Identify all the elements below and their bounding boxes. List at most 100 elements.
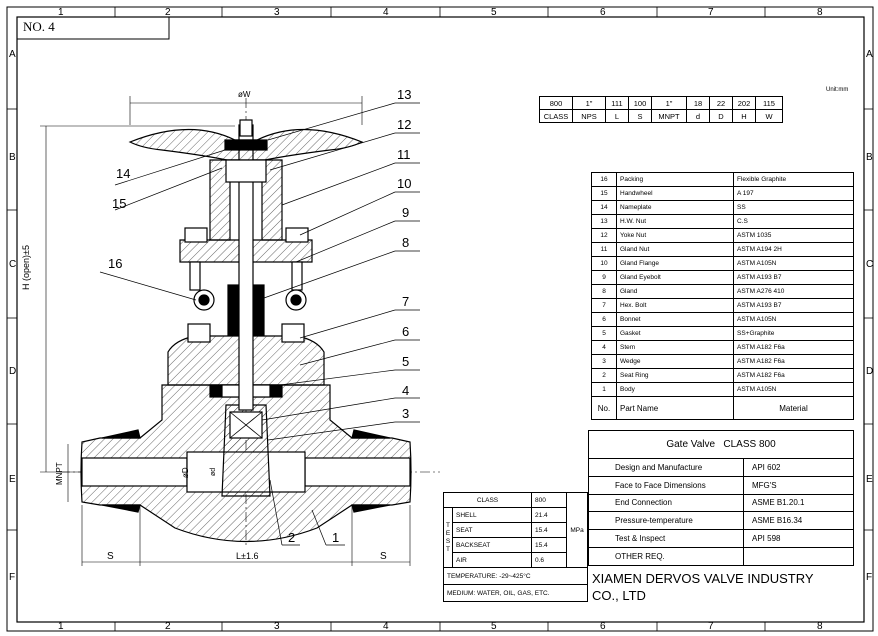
row-label: D <box>9 366 17 377</box>
dim-value: 22 <box>709 96 733 110</box>
parts-part-cell: Stem <box>616 340 734 355</box>
dim-value: 115 <box>755 96 783 110</box>
test-pressure-table: CLASS 800 MPa TEST SHELL 21.4 SEAT 15.4 … <box>443 492 588 602</box>
callout-7: 7 <box>402 294 410 309</box>
parts-no-cell: 16 <box>591 172 617 187</box>
parts-no-cell: 1 <box>591 382 617 397</box>
parts-material-cell: A 197 <box>733 186 854 201</box>
parts-part-cell: Gland Nut <box>616 242 734 257</box>
dim-h-label: H (open)±5 <box>21 245 31 290</box>
dim-header: H <box>732 109 756 123</box>
parts-part-cell: H.W. Nut <box>616 214 734 229</box>
parts-no-cell: 13 <box>591 214 617 229</box>
column-label: 3 <box>274 621 280 632</box>
parts-material-cell: ASTM 1035 <box>733 228 854 243</box>
column-label: 8 <box>817 621 823 632</box>
number-box <box>16 16 170 40</box>
test-unit: MPa <box>566 492 588 568</box>
test-row-label: BACKSEAT <box>452 537 532 553</box>
drawing-title: Gate Valve CLASS 800 <box>666 439 776 450</box>
dim-header: NPS <box>572 109 606 123</box>
parts-part-cell: Body <box>616 382 734 397</box>
parts-part-cell: Handwheel <box>616 186 734 201</box>
row-label: B <box>866 152 873 163</box>
test-row-label: SEAT <box>452 522 532 538</box>
parts-material-cell: ASTM A193 B7 <box>733 298 854 313</box>
parts-part-cell: Nameplate <box>616 200 734 215</box>
parts-no-cell: 8 <box>591 284 617 299</box>
test-vertical-label: TEST <box>443 507 453 568</box>
parts-part-cell: Gland <box>616 284 734 299</box>
dim-value: 202 <box>732 96 756 110</box>
test-row-value: 15.4 <box>531 522 567 538</box>
parts-part-cell: Packing <box>616 172 734 187</box>
parts-no-cell: 14 <box>591 200 617 215</box>
parts-material-cell: ASTM A105N <box>733 312 854 327</box>
parts-no-cell: 7 <box>591 298 617 313</box>
column-label: 5 <box>491 7 497 18</box>
parts-material-cell: Flexible Graphite <box>733 172 854 187</box>
dim-value: 111 <box>605 96 629 110</box>
dim-value: 18 <box>686 96 710 110</box>
parts-header-cell: No. <box>591 396 617 420</box>
parts-part-cell: Gasket <box>616 326 734 341</box>
test-vertical-text: TEST <box>445 521 451 553</box>
test-row-value: 21.4 <box>531 507 567 523</box>
parts-part-cell: Wedge <box>616 354 734 369</box>
column-label: 5 <box>491 621 497 632</box>
test-row-label: SHELL <box>452 507 532 523</box>
column-label: 2 <box>165 621 171 632</box>
parts-material-cell: ASTM A105N <box>733 382 854 397</box>
dim-value: 800 <box>539 96 573 110</box>
parts-no-cell: 4 <box>591 340 617 355</box>
dim-s-right-label: S <box>380 551 387 562</box>
test-row-value: 0.6 <box>531 552 567 568</box>
parts-part-cell: Gland Eyebolt <box>616 270 734 285</box>
row-label: B <box>9 152 16 163</box>
row-label: C <box>866 259 874 270</box>
dim-value: 100 <box>628 96 652 110</box>
gate-valve-drawing <box>40 96 440 566</box>
column-label: 6 <box>600 621 606 632</box>
column-label: 3 <box>274 7 280 18</box>
test-row-label: AIR <box>452 552 532 568</box>
row-label: A <box>866 49 873 60</box>
callout-13: 13 <box>397 87 412 102</box>
spec-label-cell: Test & Inspect <box>588 529 744 548</box>
test-row-value: 15.4 <box>531 537 567 553</box>
parts-material-cell: SS+Graphite <box>733 326 854 341</box>
dim-mnpt-label: MNPT <box>55 462 64 485</box>
column-label: 1 <box>58 621 64 632</box>
spec-label-cell: Face to Face Dimensions <box>588 475 744 495</box>
callout-1: 1 <box>332 530 340 545</box>
callout-10: 10 <box>397 176 412 191</box>
callout-5: 5 <box>402 354 410 369</box>
column-label: 7 <box>708 7 714 18</box>
column-label: 4 <box>383 621 389 632</box>
dim-value: 1" <box>572 96 606 110</box>
parts-part-cell: Hex. Bolt <box>616 298 734 313</box>
row-label: D <box>866 366 874 377</box>
spec-label-cell: End Connection <box>588 493 744 513</box>
column-label: 1 <box>58 7 64 18</box>
parts-material-cell: ASTM A193 B7 <box>733 270 854 285</box>
dim-header: MNPT <box>651 109 687 123</box>
